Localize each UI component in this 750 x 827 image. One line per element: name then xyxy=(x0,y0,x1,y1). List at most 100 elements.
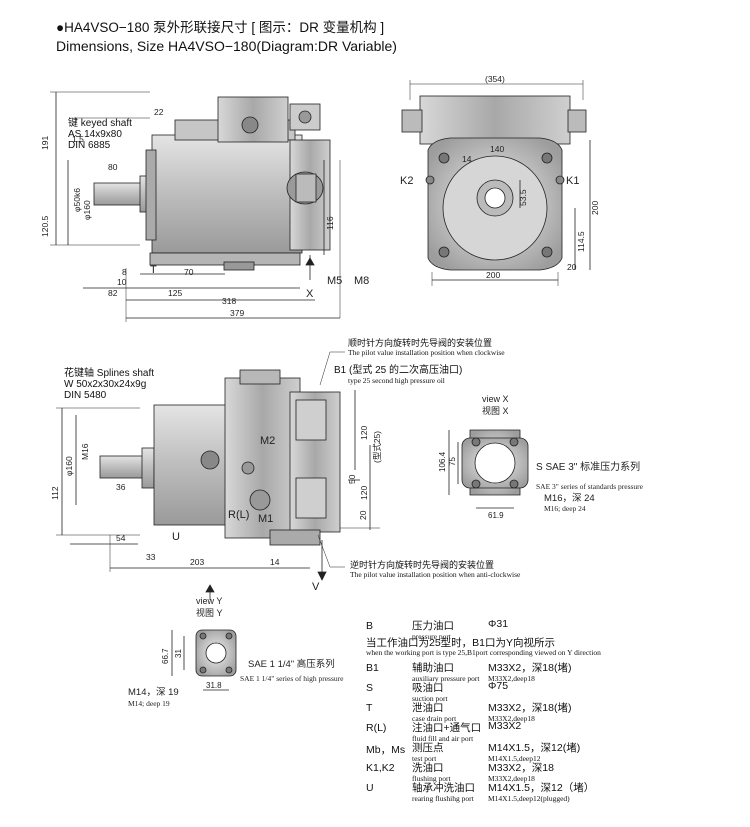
front-view-dim-labels: (354) 14 140 53.5 200 114.5 20 200 xyxy=(462,74,600,280)
port-spec: Φ31 xyxy=(488,618,509,630)
port-v: V xyxy=(312,581,320,593)
port-code: T xyxy=(366,702,373,714)
port-m1: M1 xyxy=(258,513,273,525)
pilot-cw-cn: 顺时针方向旋转时先导阀的安装位置 xyxy=(348,338,493,348)
dim-70: 70 xyxy=(184,267,194,277)
view3-dim-labels: M16 φ160 36 112 54 33 203 14 120 (型式25) … xyxy=(50,426,382,567)
dim-20: 20 xyxy=(567,262,577,272)
pilot-cw-note: 顺时针方向旋转时先导阀的安装位置 The pilot value install… xyxy=(348,338,505,358)
dim-66-7: 66.7 xyxy=(161,648,170,664)
dim-116: 116 xyxy=(325,216,335,230)
dim-106-4: 106.4 xyxy=(438,451,447,472)
view-y-labels: view Y 视图 Y 66.7 31 31.8 SAE 1 1/4" 高压系列… xyxy=(128,596,344,708)
title-en: Dimensions, Size HA4VSO−180(Diagram:DR V… xyxy=(56,38,397,54)
pilot-acw-en: The pilot value installation position wh… xyxy=(350,570,521,579)
port-code: B1 xyxy=(366,662,379,674)
view-x-thread-en: M16; deep 24 xyxy=(544,504,586,513)
dim-20-b: 20 xyxy=(358,510,368,520)
dim-61-9: 61.9 xyxy=(488,511,504,520)
side-view-dim-labels: 191 22 1.5 80 φ50k6 φ160 120.5 116 8 10 … xyxy=(40,107,335,318)
dim-203: 203 xyxy=(190,557,204,567)
b1-en: type 25 second high pressure oil xyxy=(348,376,445,385)
port-k2: K2 xyxy=(400,175,413,187)
drawing-header: ●HA4VSO−180 泵外形联接尺寸 [ 图示：DR 变量机构 ] Dimen… xyxy=(56,18,397,56)
port-code: K1,K2 xyxy=(366,762,395,774)
port-code: S xyxy=(366,682,374,694)
dim-200-v: 200 xyxy=(590,201,600,215)
table-note-row: 当工作油口为25型时，B1口为Y向视所示 when the working po… xyxy=(366,638,746,660)
dim-140: 140 xyxy=(490,144,504,154)
view-y-sae-en: SAE 1 1/4" series of high pressure xyxy=(240,674,344,683)
dim-14: 14 xyxy=(462,154,472,164)
dim-191: 191 xyxy=(40,136,50,150)
dim-50: 50 xyxy=(347,474,357,484)
view-y-thread-en: M14; deep 19 xyxy=(128,699,170,708)
dim-53-5: 53.5 xyxy=(518,189,528,206)
dim-type25: (型式25) xyxy=(372,431,382,463)
port-u: U xyxy=(172,531,180,543)
view-x-flange xyxy=(448,429,529,509)
dim-125: 125 xyxy=(168,288,182,298)
port-spec: M33X2，深18(堵)M33X2,deep18 xyxy=(488,662,572,683)
dim-120-b: 120 xyxy=(359,486,369,500)
front-view-port-labels: K2 K1 xyxy=(400,175,579,187)
dim-120-5: 120.5 xyxy=(40,215,50,237)
port-m5: M5 xyxy=(327,275,342,287)
port-r-l: R(L) xyxy=(228,509,249,521)
dim-10: 10 xyxy=(117,277,127,287)
dim-379: 379 xyxy=(230,308,244,318)
view3-port-labels: M2 R(L) M1 U V xyxy=(172,435,320,593)
keyed-shaft-spec: AS 14x9x80 xyxy=(68,129,122,140)
port-spec: M33X2 xyxy=(488,720,522,732)
port-code: Mb，Ms xyxy=(366,744,406,756)
dim-m16: M16 xyxy=(80,443,90,460)
pilot-acw-note: 逆时针方向旋转时先导阀的安装位置 The pilot value install… xyxy=(350,560,520,580)
dim-82: 82 xyxy=(108,288,118,298)
port-spec: M14X1.5，深12(堵)M14X1.5,deep12 xyxy=(488,742,581,763)
side-view-keyed-shaft xyxy=(50,91,341,322)
view-y-thread: M14，深 19 xyxy=(128,687,179,698)
dim-33: 33 xyxy=(146,552,156,562)
port-code: R(L) xyxy=(366,722,387,734)
dim-1-5: 1.5 xyxy=(72,134,84,144)
dim-114-5: 114.5 xyxy=(576,231,586,252)
port-s-label: S SAE 3" 标准压力系列 xyxy=(536,460,640,473)
dim-354: (354) xyxy=(485,74,505,84)
dim-phi50k6: φ50k6 xyxy=(72,188,82,212)
port-k1: K1 xyxy=(566,175,579,187)
dim-75: 75 xyxy=(448,457,457,466)
table-note-en: when the working port is type 25,B1port … xyxy=(366,648,601,657)
port-code: U xyxy=(366,782,374,794)
port-code: B xyxy=(366,620,374,632)
table-note-cn: 当工作油口为25型时，B1口为Y向视所示 xyxy=(366,637,556,649)
keyed-shaft-title: 键 keyed shaft xyxy=(68,118,132,129)
dim-phi160-b: φ160 xyxy=(64,456,74,476)
dim-318: 318 xyxy=(222,296,236,306)
dim-31-8: 31.8 xyxy=(206,681,222,690)
dim-112: 112 xyxy=(50,486,60,500)
view-x-thread: M16，深 24 xyxy=(544,493,595,504)
b1-label: B1 (型式 25 的二次高压油口) xyxy=(334,365,463,376)
side-view-port-labels: T M5 M8 X xyxy=(150,264,369,300)
dim-31: 31 xyxy=(174,649,183,658)
view-y-flange xyxy=(171,584,237,691)
dim-phi160: φ160 xyxy=(82,200,92,220)
dim-22: 22 xyxy=(154,107,164,117)
side-view-splines-shaft xyxy=(56,351,380,581)
port-spec: M14X1.5，深12（堵）M14X1.5,deep12(plugged) xyxy=(488,782,595,803)
